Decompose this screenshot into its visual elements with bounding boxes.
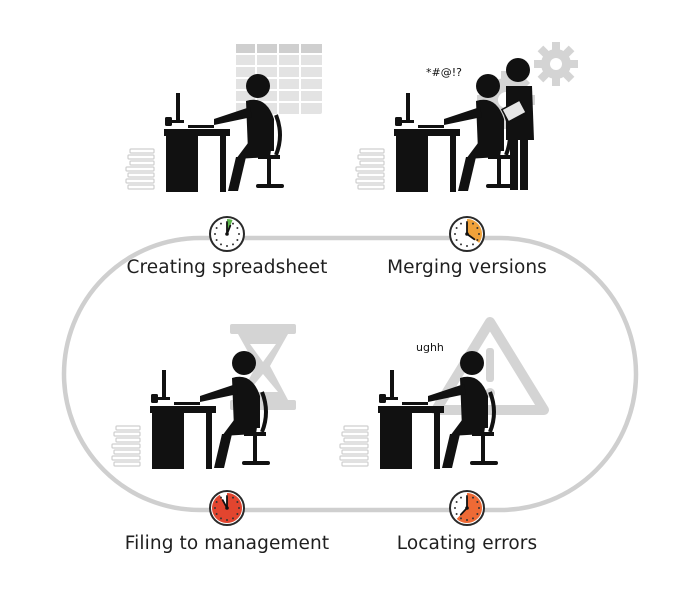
clock-tick	[214, 233, 216, 235]
clock-tick	[236, 513, 239, 515]
stage-label-creating-spreadsheet: Creating spreadsheet	[126, 257, 328, 278]
clock-hub	[465, 506, 469, 510]
stage-label-merging-versions: Merging versions	[387, 257, 547, 278]
clock-tick	[226, 245, 228, 247]
clock-tick	[472, 496, 474, 499]
clock-tick	[220, 243, 222, 246]
clock-icon	[209, 216, 245, 252]
clock-tick	[232, 496, 234, 499]
stage-label-locating-errors: Locating errors	[396, 533, 538, 554]
clock-tick	[478, 233, 480, 235]
clock-tick	[476, 239, 479, 241]
clock-icon	[449, 216, 485, 252]
clock-elapsed-sector	[456, 493, 483, 523]
standing-colleague-figure	[500, 58, 534, 190]
clock-icon	[209, 490, 245, 526]
clock-tick	[236, 227, 239, 229]
clock-hub	[225, 232, 229, 236]
clock-tick	[455, 513, 458, 515]
office-worker-figure	[354, 72, 516, 194]
clock-tick	[472, 222, 474, 225]
clock-tick	[220, 517, 222, 520]
clock-tick	[460, 517, 462, 520]
office-worker-figure	[338, 349, 500, 471]
clock-tick	[455, 501, 458, 503]
clock-tick	[454, 507, 456, 509]
office-worker-figure	[110, 349, 272, 471]
clock-tick	[472, 243, 474, 246]
clock-tick	[472, 517, 474, 520]
clock-tick	[466, 245, 468, 247]
clock-tick	[238, 233, 240, 235]
office-worker-figure	[124, 72, 286, 194]
clock-tick	[226, 519, 228, 521]
clock-tick	[466, 519, 468, 521]
speech-ughh: ughh	[416, 341, 444, 354]
clock-hub	[465, 232, 469, 236]
clock-tick	[232, 517, 234, 520]
clock-tick	[214, 507, 216, 509]
clock-tick	[238, 507, 240, 509]
clock-tick	[232, 243, 234, 246]
clock-tick	[220, 222, 222, 225]
clock-tick	[455, 227, 458, 229]
clock-tick	[476, 501, 479, 503]
clock-tick	[455, 239, 458, 241]
clock-tick	[215, 501, 218, 503]
clock-tick	[454, 233, 456, 235]
clock-tick	[236, 239, 239, 241]
clock-icon	[449, 490, 485, 526]
clock-tick	[215, 239, 218, 241]
process-loop	[61, 235, 639, 513]
clock-tick	[236, 501, 239, 503]
clock-tick	[460, 243, 462, 246]
clock-tick	[478, 507, 480, 509]
speech-exclamation: *#@!?	[426, 66, 462, 79]
clock-tick	[476, 513, 479, 515]
clock-tick	[220, 496, 222, 499]
clock-hub	[225, 506, 229, 510]
clock-tick	[476, 227, 479, 229]
clock-elapsed-sector	[467, 219, 483, 243]
clock-tick	[215, 227, 218, 229]
clock-tick	[232, 222, 234, 225]
clock-tick	[460, 222, 462, 225]
clock-tick	[215, 513, 218, 515]
stage-label-filing-to-management: Filing to management	[124, 533, 330, 554]
clock-tick	[460, 496, 462, 499]
